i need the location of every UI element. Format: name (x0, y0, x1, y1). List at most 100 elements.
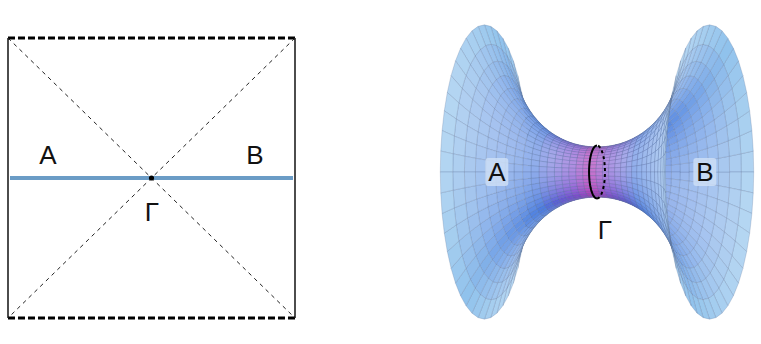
surface-patch (621, 172, 627, 177)
surface-patch (729, 154, 741, 172)
surface-patch (590, 168, 597, 172)
surface-patch (665, 131, 667, 154)
region-label: A (485, 158, 508, 186)
surface-patch (609, 164, 615, 168)
surface-patch (554, 176, 562, 181)
surface-patch (523, 158, 532, 166)
surface-patch (590, 162, 597, 165)
surface-patch (671, 164, 680, 172)
surface-patch (637, 178, 642, 186)
surface-patch (577, 182, 584, 186)
region-label-holder: A (36, 141, 59, 169)
surface-patch (596, 165, 603, 169)
region-label: B (693, 158, 716, 186)
penrose-diagram (8, 38, 295, 318)
surface-patch (531, 178, 539, 185)
surface-patch (603, 164, 609, 168)
surface-patch (531, 166, 539, 172)
surface-patch (637, 165, 642, 172)
region-label: Γ (595, 216, 615, 244)
region-label-holder: B (693, 158, 716, 186)
bifurcation-point (149, 175, 154, 180)
surface-patch (590, 182, 597, 185)
surface-patch (596, 172, 602, 176)
surface-patch (665, 151, 666, 172)
left-edge (7, 38, 8, 318)
surface-patch (440, 151, 453, 172)
singularity-top (8, 37, 295, 40)
surface-patch (682, 38, 691, 64)
surface-patch (576, 176, 583, 180)
surface-patch (547, 177, 555, 182)
surface-patch (531, 160, 539, 167)
surface-patch (453, 154, 465, 172)
surface-patch (632, 166, 637, 172)
surface-patch (646, 163, 650, 172)
surface-patch (642, 156, 647, 165)
surface-patch (621, 167, 627, 172)
region-label-holder: B (243, 141, 266, 169)
surface-patch (642, 164, 647, 172)
surface-patch (590, 165, 597, 169)
wormhole-surface (440, 25, 753, 319)
surface-patch (596, 179, 603, 183)
surface-patch (554, 163, 562, 168)
region-label-holder: Γ (595, 216, 615, 244)
surface-patch (741, 172, 754, 193)
surface-patch (651, 172, 655, 182)
surface-patch (615, 163, 621, 168)
surface-patch (621, 162, 627, 167)
surface-patch (514, 179, 523, 188)
surface-patch (547, 162, 555, 167)
surface-patch (441, 131, 455, 154)
surface-patch (615, 176, 621, 181)
surface-patch (441, 190, 455, 213)
surface-patch (621, 177, 627, 182)
surface-patch (718, 156, 729, 172)
surface-patch (476, 145, 487, 160)
surface-patch (514, 156, 523, 165)
region-label-holder: A (485, 158, 508, 186)
surface-patch (569, 179, 576, 183)
surface-patch (464, 156, 475, 172)
surface-patch (718, 172, 729, 188)
surface-patch (465, 186, 477, 204)
surface-patch (464, 172, 475, 188)
surface-patch (680, 172, 689, 181)
surface-patch (642, 179, 647, 188)
surface-patch (562, 164, 569, 168)
surface-patch (741, 151, 754, 172)
surface-patch (674, 61, 681, 89)
right-edge (294, 38, 295, 318)
surface-patch (476, 184, 487, 199)
surface-patch (591, 186, 598, 189)
surface-patch (596, 161, 603, 165)
surface-patch (665, 190, 667, 213)
singularity-bottom (8, 317, 295, 320)
surface-patch (632, 160, 638, 167)
surface-patch (465, 141, 477, 159)
surface-patch (674, 256, 681, 284)
surface-patch (547, 167, 555, 172)
surface-patch (609, 172, 615, 176)
surface-patch (569, 161, 576, 165)
surface-patch (680, 163, 689, 172)
surface-patch (569, 164, 576, 168)
surface-patch (642, 172, 647, 180)
surface-patch (590, 176, 597, 180)
surface-patch (632, 178, 638, 185)
surface-patch (576, 161, 583, 165)
surface-patch (514, 164, 523, 172)
surface-patch (591, 155, 598, 158)
surface-patch (626, 177, 632, 183)
surface-patch (626, 161, 632, 167)
surface-patch (590, 158, 597, 161)
surface-patch (539, 166, 547, 172)
surface-patch (646, 172, 650, 181)
surface-patch (453, 172, 465, 190)
surface-patch (590, 179, 597, 182)
region-label: A (36, 141, 59, 169)
surface-patch (626, 172, 632, 178)
